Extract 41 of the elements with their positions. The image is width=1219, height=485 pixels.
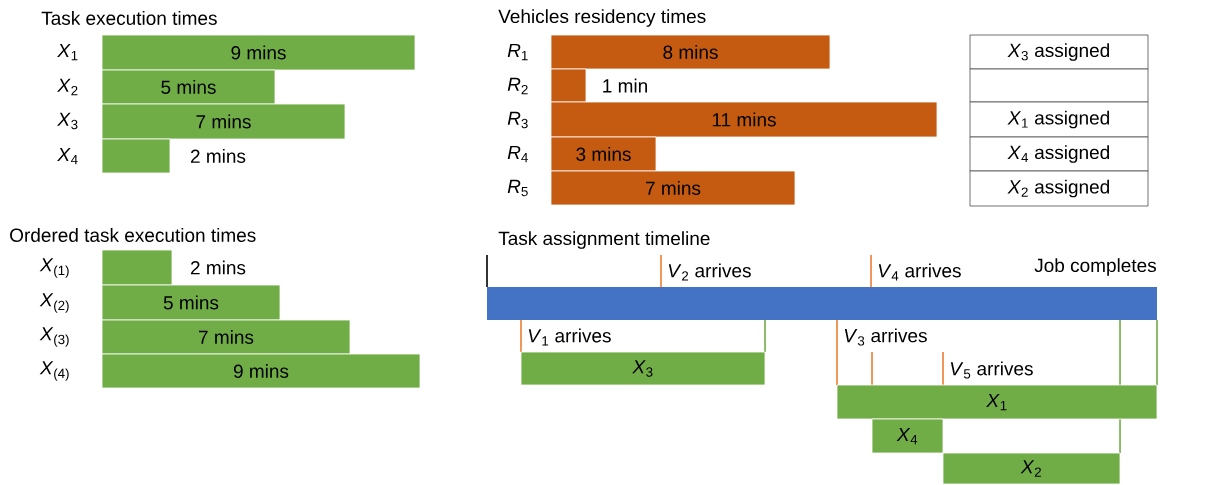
panel-title: Task execution times	[41, 11, 217, 25]
event-label: Job completes	[1034, 258, 1156, 276]
bar: X$_{2}$	[942, 452, 1121, 485]
row-label: R$_{5}$	[507, 179, 528, 197]
bar: 5 mins	[101, 69, 276, 105]
panel-title: Vehicles residency times	[498, 9, 706, 27]
row-label: X$_{3}$	[57, 112, 78, 130]
timeline-bar	[487, 287, 1157, 320]
bar: X$_{3}$	[520, 351, 766, 386]
table-cell	[969, 68, 1149, 103]
row-label: R$_{4}$	[507, 145, 528, 163]
row-label: X$_{(3)}$	[39, 327, 69, 347]
value-label: 1 min	[603, 78, 647, 93]
row-label: X$_{1}$	[57, 43, 78, 61]
value-label: 2 mins	[191, 260, 246, 275]
value-label: 2 mins	[191, 149, 246, 163]
row-label: X$_{4}$	[57, 147, 78, 165]
bar: 3 mins	[550, 136, 657, 172]
table-cell: X$_{4}$ assigned	[969, 136, 1149, 172]
bar	[101, 138, 171, 174]
panel-title: Ordered task execution times	[10, 228, 256, 242]
row-label: R$_{1}$	[507, 43, 528, 61]
bar: 7 mins	[101, 319, 351, 355]
bar	[101, 249, 173, 286]
table-cell: X$_{3}$ assigned	[969, 34, 1149, 70]
bar: X$_{4}$	[871, 418, 944, 454]
row-label: X$_{2}$	[57, 78, 78, 96]
row-label: R$_{2}$	[507, 77, 528, 95]
bar	[550, 68, 587, 103]
panel-title: Task assignment timeline	[498, 231, 710, 249]
event-label: V$_{1}$ arrives	[528, 328, 611, 346]
event-label: V$_{5}$ arrives	[950, 361, 1033, 379]
row-label: X$_{(4)}$	[39, 361, 69, 381]
row-label: R$_{3}$	[507, 111, 528, 129]
row-label: X$_{(2)}$	[39, 293, 69, 313]
table-cell: X$_{1}$ assigned	[969, 101, 1149, 138]
bar: 9 mins	[101, 34, 416, 71]
event-label: V$_{3}$ arrives	[844, 328, 927, 346]
row-label: X$_{(1)}$	[39, 258, 69, 278]
bar: 9 mins	[101, 353, 421, 389]
table-cell: X$_{2}$ assigned	[969, 170, 1149, 207]
